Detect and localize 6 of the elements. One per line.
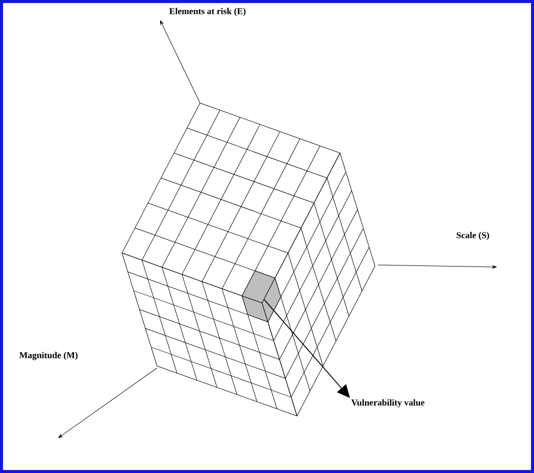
arrow — [264, 299, 350, 398]
axis-label: Scale (S) — [456, 232, 490, 240]
shaded-cell — [242, 270, 282, 322]
text-label: Vulnerability value — [351, 399, 424, 408]
axis-label: Elements at risk (E) — [169, 8, 246, 16]
axis-label: Magnitude (M) — [19, 352, 78, 360]
